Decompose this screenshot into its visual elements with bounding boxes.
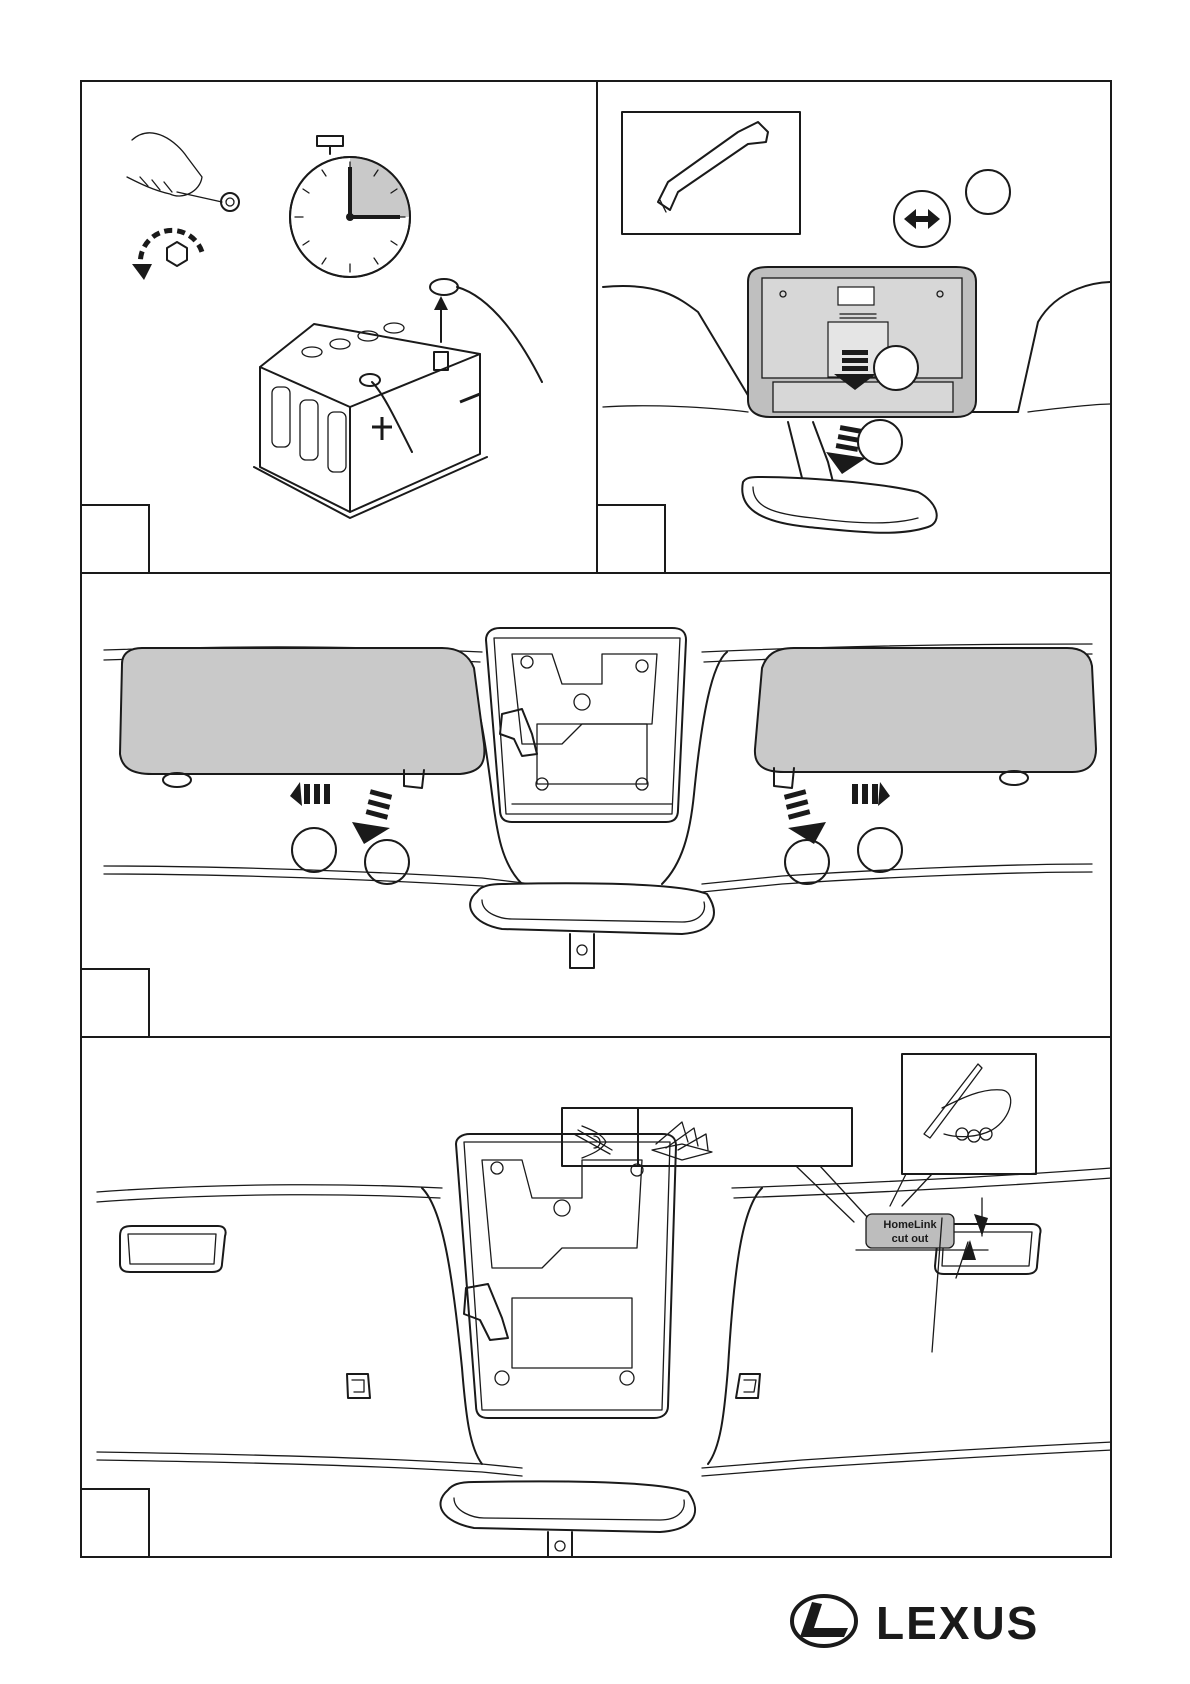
callout-circle — [365, 840, 409, 884]
callout-circle — [858, 420, 902, 464]
overhead-console — [748, 267, 976, 417]
step-number-box — [80, 1488, 150, 1558]
pull-out-arrow-right-icon — [852, 782, 890, 806]
headliner-console-cavity — [456, 1134, 676, 1418]
visor-clip-right — [736, 1374, 760, 1398]
callout-circle — [785, 840, 829, 884]
pen-hand-icon — [890, 1054, 1036, 1206]
step-number-box — [80, 968, 150, 1038]
sun-visor-right — [755, 648, 1096, 788]
remove-horizontal-arrows-icon — [894, 191, 950, 247]
lexus-wordmark: LEXUS — [876, 1597, 1039, 1649]
manual-book-icon — [652, 1122, 712, 1160]
visor-clip-left — [347, 1374, 370, 1398]
step-3-illustration — [82, 574, 1112, 1038]
callout-circle — [966, 170, 1010, 214]
info-callout — [562, 1108, 868, 1222]
pull-down-arrow-icon — [784, 789, 826, 844]
pull-out-arrow-left-icon — [290, 782, 330, 806]
pry-tool-icon — [622, 112, 800, 234]
step-4-illustration: HomeLink cut out — [82, 1038, 1112, 1558]
pull-down-arrow-icon — [352, 789, 392, 844]
rear-view-mirror — [470, 883, 714, 968]
headliner-console-cavity — [486, 628, 686, 822]
callout-circle — [858, 828, 902, 872]
stopwatch-icon — [290, 136, 410, 277]
step-panel-disconnect-battery — [80, 80, 598, 574]
label-line-2: cut out — [892, 1233, 929, 1245]
step-2-illustration — [598, 82, 1112, 574]
lexus-logo: LEXUS — [790, 1592, 1110, 1650]
battery-icon — [254, 279, 542, 518]
label-line-1: HomeLink — [883, 1219, 937, 1231]
step-1-illustration — [82, 82, 598, 574]
step-panel-remove-sunvisors — [80, 572, 1112, 1038]
step-panel-remove-console — [596, 80, 1112, 574]
loosen-rotation-icon — [132, 230, 202, 280]
wrench-icon — [127, 133, 239, 211]
step-number-box — [80, 504, 150, 574]
sun-visor-left — [120, 648, 484, 788]
step-panel-homelink-cutout: HomeLink cut out — [80, 1036, 1112, 1558]
step-number-box — [596, 504, 666, 574]
rear-view-mirror — [440, 1481, 695, 1558]
callout-circle — [292, 828, 336, 872]
callout-circle — [874, 346, 918, 390]
homelink-recess-left — [120, 1226, 226, 1272]
